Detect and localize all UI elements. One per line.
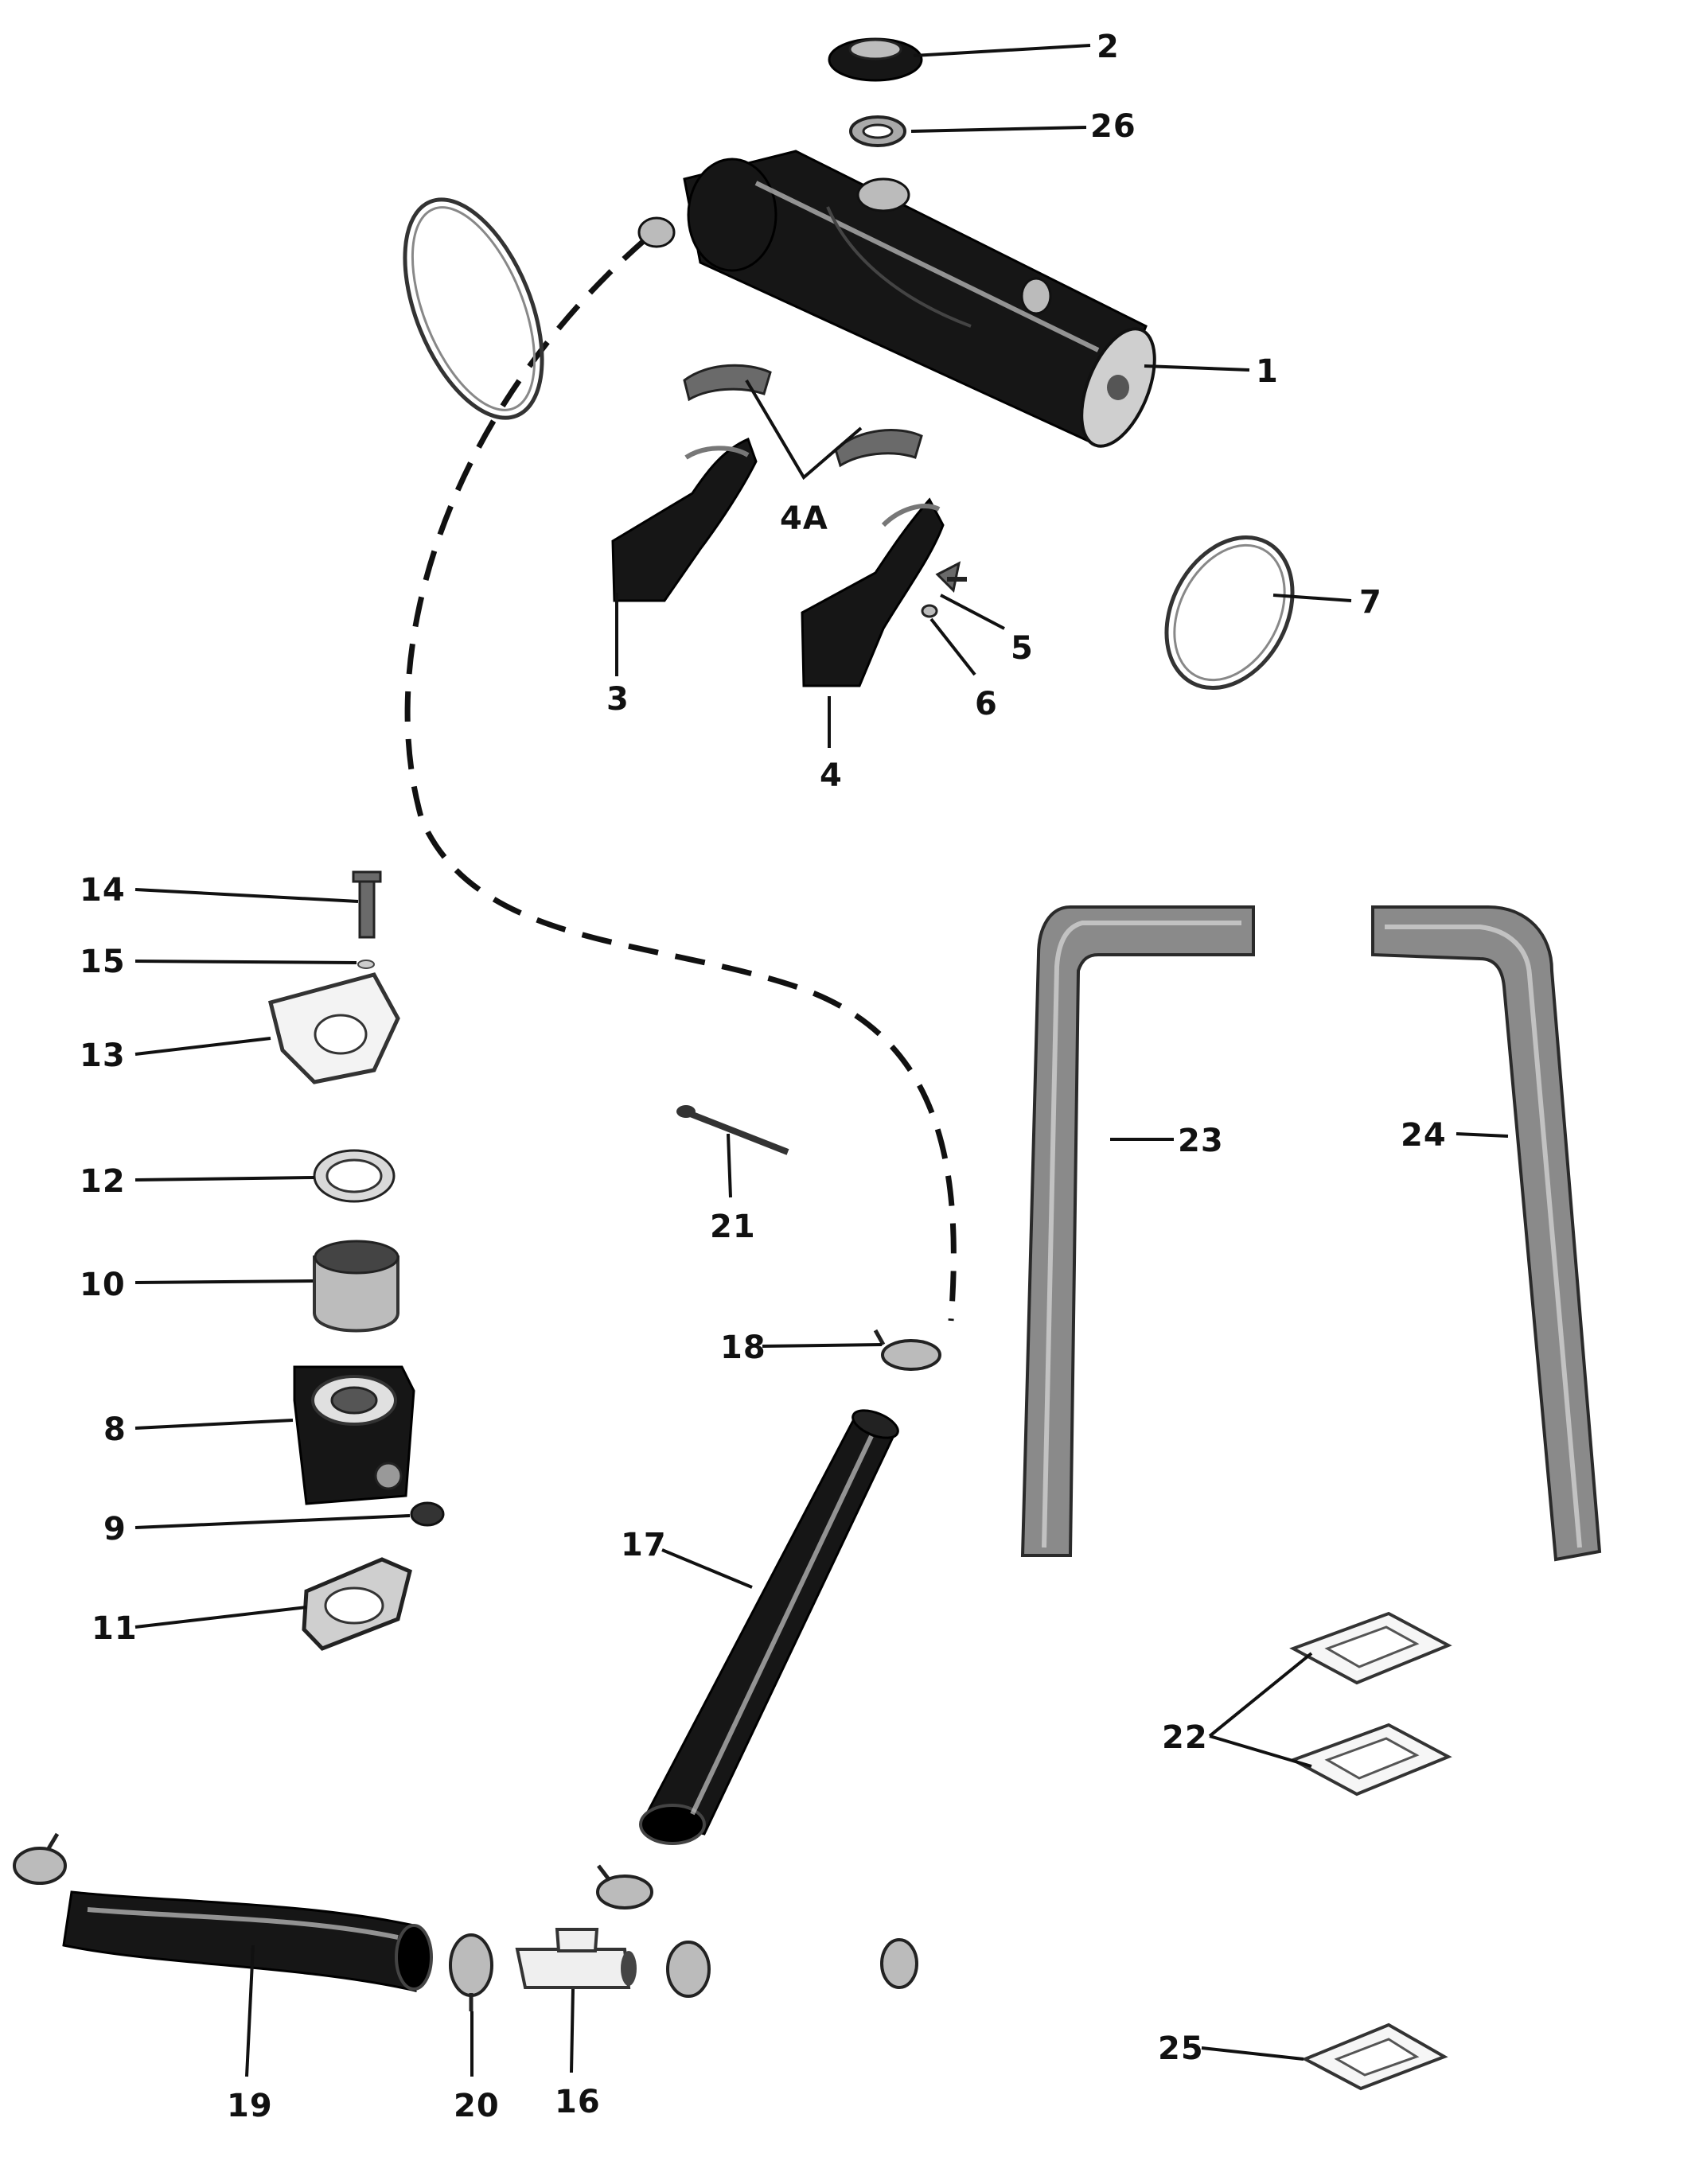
exhaust-gasket-upper-part <box>1289 1611 1452 1685</box>
thermostat-bolt-part <box>352 870 382 939</box>
drain-plug-part <box>410 1501 445 1527</box>
tee-clamp-part <box>666 1941 711 1998</box>
gasket-25-part <box>1301 2022 1448 2091</box>
bracket-screw-part <box>935 561 967 594</box>
exhaust-elbow-hose-right-part <box>1371 905 1602 1562</box>
exhaust-gasket-lower-part <box>1289 1723 1452 1797</box>
callout-9: 9 <box>103 1511 127 1547</box>
hose-clamp-ring-part <box>1164 535 1295 691</box>
callout-23: 23 <box>1178 1123 1224 1159</box>
heat-exchanger-part <box>637 150 1156 448</box>
callout-8: 8 <box>103 1411 127 1448</box>
thermostat-housing-part <box>293 1365 415 1505</box>
tee-fitting-part <box>515 1928 637 1989</box>
hose-clamp-ring-upper <box>403 197 544 420</box>
bracket-washer-part <box>921 604 938 618</box>
callout-25: 25 <box>1158 2030 1204 2067</box>
thermostat-sleeve-part <box>313 1240 399 1333</box>
thermostat-seal-part <box>313 1149 396 1203</box>
callout-2: 2 <box>1097 29 1120 65</box>
hose-19-clamp-part <box>13 1832 67 1885</box>
hose-clamp-part <box>873 1329 941 1371</box>
callout-7: 7 <box>1359 584 1382 621</box>
hose-17-clamp-part <box>596 1864 653 1910</box>
bolt-washer-part <box>357 960 375 969</box>
lower-housing-gasket-part <box>302 1557 412 1651</box>
callout-17: 17 <box>621 1527 667 1563</box>
callout-1: 1 <box>1256 353 1279 390</box>
callout-6: 6 <box>975 686 998 722</box>
clamp-20-part <box>449 1933 493 2011</box>
callout-19: 19 <box>227 2088 273 2124</box>
housing-gasket-part <box>267 972 400 1084</box>
callout-15: 15 <box>80 944 126 980</box>
dashed-hose-route <box>404 236 957 1322</box>
bracket-pad-part <box>683 364 923 468</box>
black-hose-part <box>639 1409 899 1845</box>
callout-20: 20 <box>454 2088 500 2124</box>
right-bracket-part <box>801 497 945 687</box>
callout-4a: 4A <box>780 500 828 537</box>
exhaust-elbow-hose-left-part <box>1020 905 1255 1557</box>
callout-21: 21 <box>710 1209 756 1245</box>
long-screw-part <box>676 1105 789 1155</box>
callout-3: 3 <box>606 681 629 718</box>
callout-13: 13 <box>80 1037 126 1074</box>
tee-clamp-far-part <box>880 1938 918 1989</box>
left-bracket-part <box>611 437 758 602</box>
lower-hose-part <box>62 1890 433 1992</box>
callout-14: 14 <box>80 872 126 909</box>
cap-gasket-part <box>849 115 906 147</box>
callout-18: 18 <box>720 1329 766 1366</box>
callout-11: 11 <box>92 1610 138 1647</box>
callout-4: 4 <box>820 757 843 794</box>
pressure-cap-part <box>828 37 923 82</box>
callout-12: 12 <box>80 1163 126 1200</box>
callout-10: 10 <box>80 1267 126 1303</box>
callout-16: 16 <box>555 2084 601 2120</box>
callout-24: 24 <box>1401 1117 1447 1154</box>
callout-5: 5 <box>1011 630 1034 667</box>
callout-22: 22 <box>1162 1719 1208 1756</box>
callout-26: 26 <box>1090 108 1136 145</box>
